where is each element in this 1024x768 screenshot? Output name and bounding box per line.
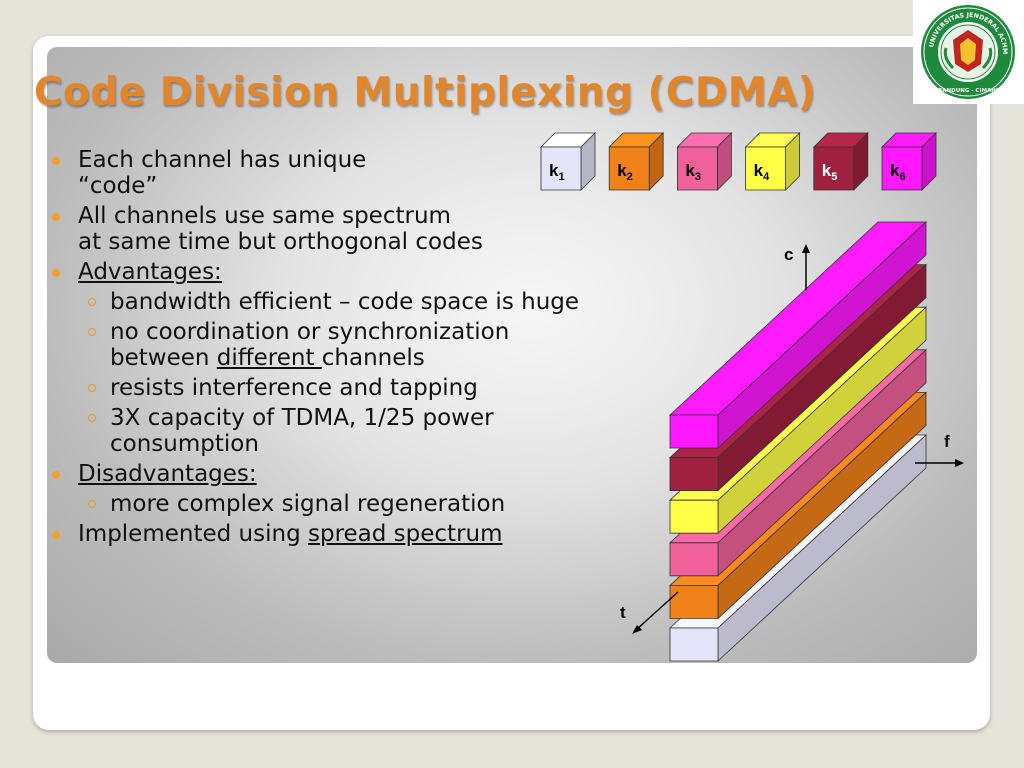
cube-front	[745, 146, 786, 191]
code-key-cube: k4	[744, 132, 801, 191]
cube-front	[813, 146, 855, 191]
spread-spectrum-link: spread spectrum	[307, 521, 503, 547]
code-key-subscript: 1	[558, 171, 564, 183]
bullet-list: Each channel has unique “code” All chann…	[50, 143, 690, 547]
slab-front	[669, 585, 719, 619]
code-slab-stack	[668, 221, 928, 662]
bullet-text: at same time but orthogonal codes	[78, 229, 483, 255]
bullet-text: “code”	[78, 173, 158, 199]
axis-label-t: t	[620, 603, 626, 622]
bullet-disadvantages: Disadvantages:	[50, 461, 690, 487]
bullet-text: Each channel has unique	[78, 147, 367, 173]
sub-bullet-text: more complex signal regeneration	[110, 491, 506, 517]
cube-front	[608, 146, 650, 191]
university-logo: UNIVERSITAS JENDERAL ACHMAD YANI BANDUNG…	[910, 0, 1024, 104]
bullet-same-spectrum: All channels use same spectrum at same t…	[50, 203, 690, 255]
disadvantages-heading: Disadvantages:	[78, 461, 257, 487]
sub-bullet-regeneration: more complex signal regeneration	[50, 491, 690, 517]
cube-front	[540, 146, 582, 191]
advantages-heading: Advantages:	[78, 259, 222, 285]
slab-front	[669, 457, 719, 492]
slab-front	[669, 414, 719, 449]
bullet-unique-code: Each channel has unique “code”	[50, 147, 690, 199]
sub-bullet-text: between	[110, 345, 217, 371]
code-key-cube: k3	[676, 132, 733, 191]
slab-front	[669, 627, 719, 662]
slab-front	[669, 499, 719, 534]
bullet-text: All channels use same spectrum	[78, 203, 451, 229]
code-key-subscript: 4	[763, 171, 770, 183]
sub-bullet-text: bandwidth efficient – code space is huge	[110, 289, 580, 315]
axis-t	[632, 591, 679, 634]
cube-front	[881, 146, 923, 191]
sub-bullet-bandwidth: bandwidth efficient – code space is huge	[50, 289, 690, 315]
code-slab	[668, 221, 928, 449]
sub-bullet-interference: resists interference and tapping	[50, 375, 690, 401]
logo-bottom-text: BANDUNG - CIMAHI	[938, 88, 998, 94]
code-key-subscript: 6	[899, 171, 905, 183]
sub-bullet-text: no coordination or synchronization	[110, 319, 510, 345]
axis-f	[915, 459, 964, 467]
bullet-text: Implemented using	[78, 521, 308, 547]
code-key-subscript: 2	[627, 171, 633, 183]
slide-title: Code Division Multiplexing (CDMA)	[34, 70, 817, 115]
slab-front	[669, 542, 719, 577]
axis-label-c: c	[784, 245, 793, 264]
sub-bullet-text: 3X capacity of TDMA, 1/25 power	[110, 405, 494, 431]
sub-bullet-coordination: no coordination or synchronization betwe…	[50, 319, 690, 371]
sub-bullet-text: consumption	[110, 431, 259, 457]
code-key-subscript: 3	[695, 171, 701, 183]
axis-c	[802, 244, 810, 290]
sub-bullet-capacity: 3X capacity of TDMA, 1/25 power consumpt…	[50, 405, 690, 457]
code-key-cube: k1	[540, 132, 596, 191]
bullet-advantages: Advantages:	[50, 259, 690, 285]
cube-front	[677, 146, 718, 191]
code-key-cube: k6	[881, 132, 937, 191]
sub-bullet-text: channels	[321, 345, 425, 371]
sub-bullet-text: resists interference and tapping	[110, 375, 478, 401]
axis-label-f: f	[944, 432, 950, 451]
different-underlined: different	[216, 345, 322, 371]
code-key-cube: k2	[608, 132, 665, 191]
bullet-implemented: Implemented using spread spectrum	[50, 521, 690, 547]
code-key-cube: k5	[812, 132, 869, 191]
code-key-subscript: 5	[831, 171, 837, 183]
